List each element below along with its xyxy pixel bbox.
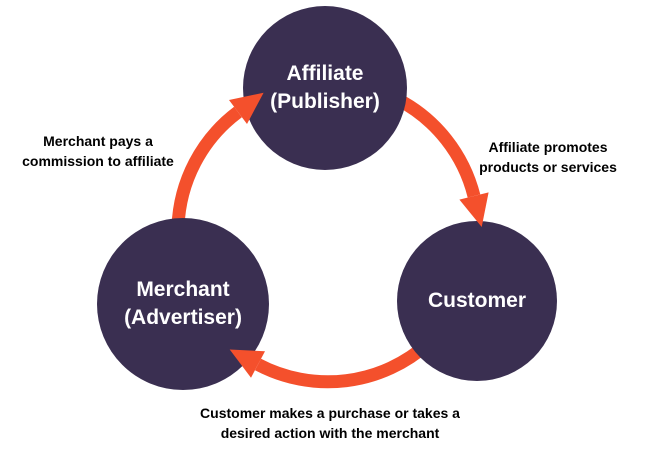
arrow-customer-to-merchant [254,338,433,389]
edge-label-merchant-pays-line2: commission to affiliate [22,153,174,170]
edge-label-customer-purchase-line1: Customer makes a purchase or takes a [200,405,460,421]
customer-node-circle [397,221,557,381]
arrow-merchant-to-affiliate [171,106,242,228]
arrowhead-merchant-to-affiliate [229,92,264,124]
arrowhead-customer-to-merchant [229,349,265,378]
edge-label-customer-purchase: Customer makes a purchase or takes a des… [150,403,510,444]
edge-label-affiliate-promotes-line2: products or services [479,159,617,176]
arrow-affiliate-to-customer [394,93,481,198]
merchant-node-circle [97,218,269,390]
edge-label-affiliate-promotes: Affiliate promotes products or services [447,137,649,178]
affiliate-node-circle [243,6,407,170]
edge-label-merchant-pays-commission: Merchant pays a commission to affiliate [0,131,196,172]
arrowhead-affiliate-to-customer [459,192,489,227]
edge-label-affiliate-promotes-line1: Affiliate promotes [488,139,608,155]
edge-label-merchant-pays-line1: Merchant pays a [43,133,153,149]
edge-label-customer-purchase-line2: desired action with the merchant [220,425,440,442]
